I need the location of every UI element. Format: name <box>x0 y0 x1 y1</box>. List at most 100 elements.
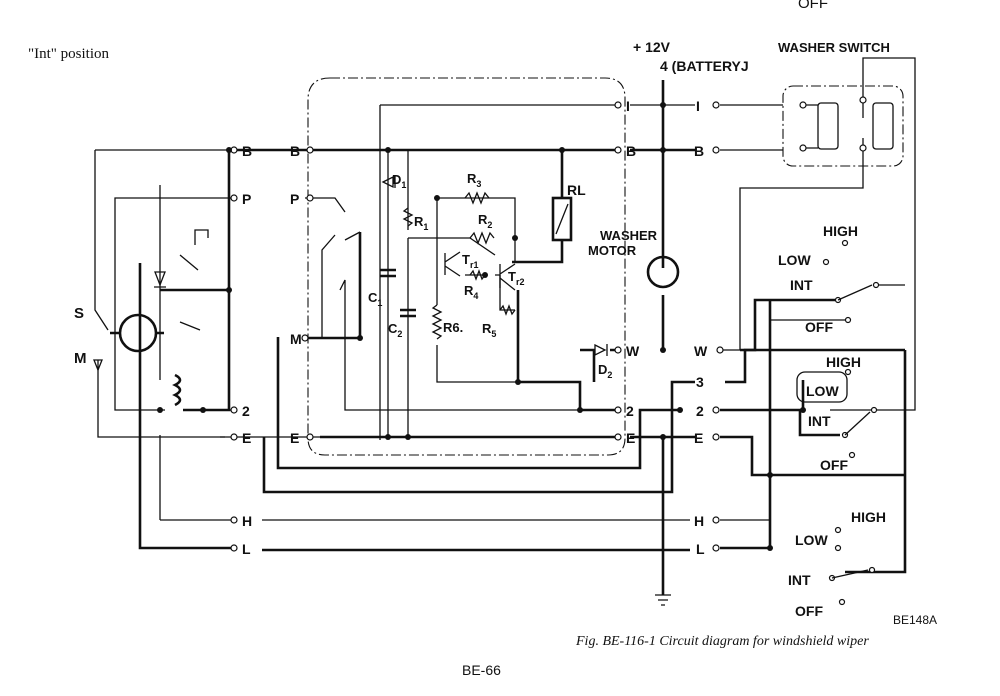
svg-text:H: H <box>242 513 252 529</box>
switch-side-terminals: I B W 3 2 E H L <box>694 98 724 557</box>
washer-switch-box <box>782 85 904 167</box>
r6-label: R6. <box>443 320 463 335</box>
washer-terminal-1 <box>799 101 807 109</box>
svg-text:E: E <box>626 430 635 446</box>
tr1-label: Tr1 <box>462 252 478 270</box>
motor-diode-icon <box>154 271 166 288</box>
washer-motor-label-1: WASHER <box>600 228 658 243</box>
relay-coil-icon <box>551 196 573 242</box>
svg-text:2: 2 <box>242 403 250 419</box>
motor-s-label: S <box>74 305 84 322</box>
washer-terminal-2 <box>799 144 807 152</box>
r1-resistor-icon <box>402 207 414 227</box>
svg-text:L: L <box>696 541 705 557</box>
washer-switch-links <box>803 100 864 149</box>
svg-text:H: H <box>694 513 704 529</box>
svg-text:B: B <box>626 143 636 159</box>
svg-text:L: L <box>242 541 251 557</box>
svg-text:P: P <box>290 191 299 207</box>
svg-text:OFF: OFF <box>795 603 823 619</box>
heavy-wires <box>138 80 907 595</box>
page-number: BE-66 <box>462 662 501 678</box>
amplifier-left-terminals: B P E <box>290 143 314 446</box>
svg-text:I: I <box>696 98 700 114</box>
c2-capacitor-icon <box>400 308 416 318</box>
r6-resistor-icon <box>431 304 443 340</box>
junction-dots <box>157 102 806 551</box>
amplifier-box-outline <box>307 77 626 456</box>
svg-text:INT: INT <box>808 413 831 429</box>
wiper-motor-icon <box>118 313 158 353</box>
r3-label: R3 <box>467 171 481 189</box>
motor-arrow-icon <box>93 359 103 372</box>
r4-resistor-icon <box>469 269 486 281</box>
svg-text:OFF: OFF <box>820 457 848 473</box>
d2-diode-icon <box>594 343 608 357</box>
svg-text:LOW: LOW <box>795 532 828 548</box>
svg-text:I: I <box>626 98 630 114</box>
svg-text:E: E <box>242 430 251 446</box>
ground-icon <box>655 594 671 606</box>
d1-label: D1 <box>392 172 406 190</box>
svg-text:HIGH: HIGH <box>826 354 861 370</box>
svg-text:B: B <box>694 143 704 159</box>
svg-text:W: W <box>694 343 708 359</box>
figure-caption: Fig. BE-116-1 Circuit diagram for windsh… <box>575 634 869 649</box>
cam-switch-icon <box>194 229 209 245</box>
relay-label: RL <box>567 182 586 198</box>
svg-text:E: E <box>694 430 703 446</box>
auto-stop-switch-contacts <box>179 254 201 331</box>
washer-terminal-4 <box>859 144 867 152</box>
tr2-transistor-icon <box>499 263 516 291</box>
wiper-switch-panel-3: HIGH LOW INT OFF <box>788 509 886 619</box>
r2-resistor-icon <box>469 231 495 245</box>
c2-label: C2 <box>388 321 402 339</box>
washer-motor-icon <box>646 255 680 289</box>
svg-text:HIGH: HIGH <box>851 509 886 525</box>
c1-capacitor-icon <box>380 268 396 278</box>
washer-contact-right <box>872 102 894 150</box>
svg-text:INT: INT <box>790 277 813 293</box>
top-off-fragment: OFF <box>798 0 828 12</box>
r3-resistor-icon <box>464 191 490 205</box>
r2-label: R2 <box>478 212 492 230</box>
motor-side-terminals: B P M 2 E H L <box>230 143 309 557</box>
battery-label: 4 (BATTERYJ <box>660 58 749 74</box>
d1-diode-icon <box>381 175 396 189</box>
svg-text:2: 2 <box>696 403 704 419</box>
r1-label: R1 <box>414 214 428 232</box>
wiper-switch-panel-2: HIGH LOW INT OFF <box>796 354 878 473</box>
washer-switch-label: WASHER SWITCH <box>778 40 890 55</box>
svg-text:INT: INT <box>788 572 811 588</box>
wiper-switch-panel-1: HIGH LOW INT OFF <box>778 223 905 335</box>
tr2-label: Tr2 <box>508 269 524 287</box>
svg-text:LOW: LOW <box>806 383 839 399</box>
amplifier-right-terminals: I B W 2 E <box>614 98 640 446</box>
svg-text:M: M <box>290 331 302 347</box>
r5-label: R5 <box>482 321 496 339</box>
tr1-transistor-icon <box>444 251 461 277</box>
diagram-code: BE148A <box>893 613 937 627</box>
c1-label: C1 <box>368 290 382 308</box>
thin-wires <box>94 57 916 521</box>
d2-label: D2 <box>598 362 612 380</box>
r5-resistor-icon <box>499 304 516 316</box>
field-coil-icon <box>172 373 182 407</box>
plus-12v-label: + 12V <box>633 39 671 55</box>
motor-m-label: M <box>74 350 87 367</box>
svg-text:B: B <box>290 143 300 159</box>
svg-text:B: B <box>242 143 252 159</box>
washer-contact-left <box>817 102 839 150</box>
svg-text:E: E <box>290 430 299 446</box>
r4-label: R4 <box>464 283 478 301</box>
svg-text:HIGH: HIGH <box>823 223 858 239</box>
washer-motor-label-2: MOTOR <box>588 243 637 258</box>
washer-terminal-3 <box>859 96 867 104</box>
svg-text:2: 2 <box>626 403 634 419</box>
int-position-label: "Int" position <box>28 46 109 62</box>
svg-text:3: 3 <box>696 374 704 390</box>
svg-text:P: P <box>242 191 251 207</box>
svg-text:OFF: OFF <box>805 319 833 335</box>
relay-coil-slash <box>555 203 569 235</box>
